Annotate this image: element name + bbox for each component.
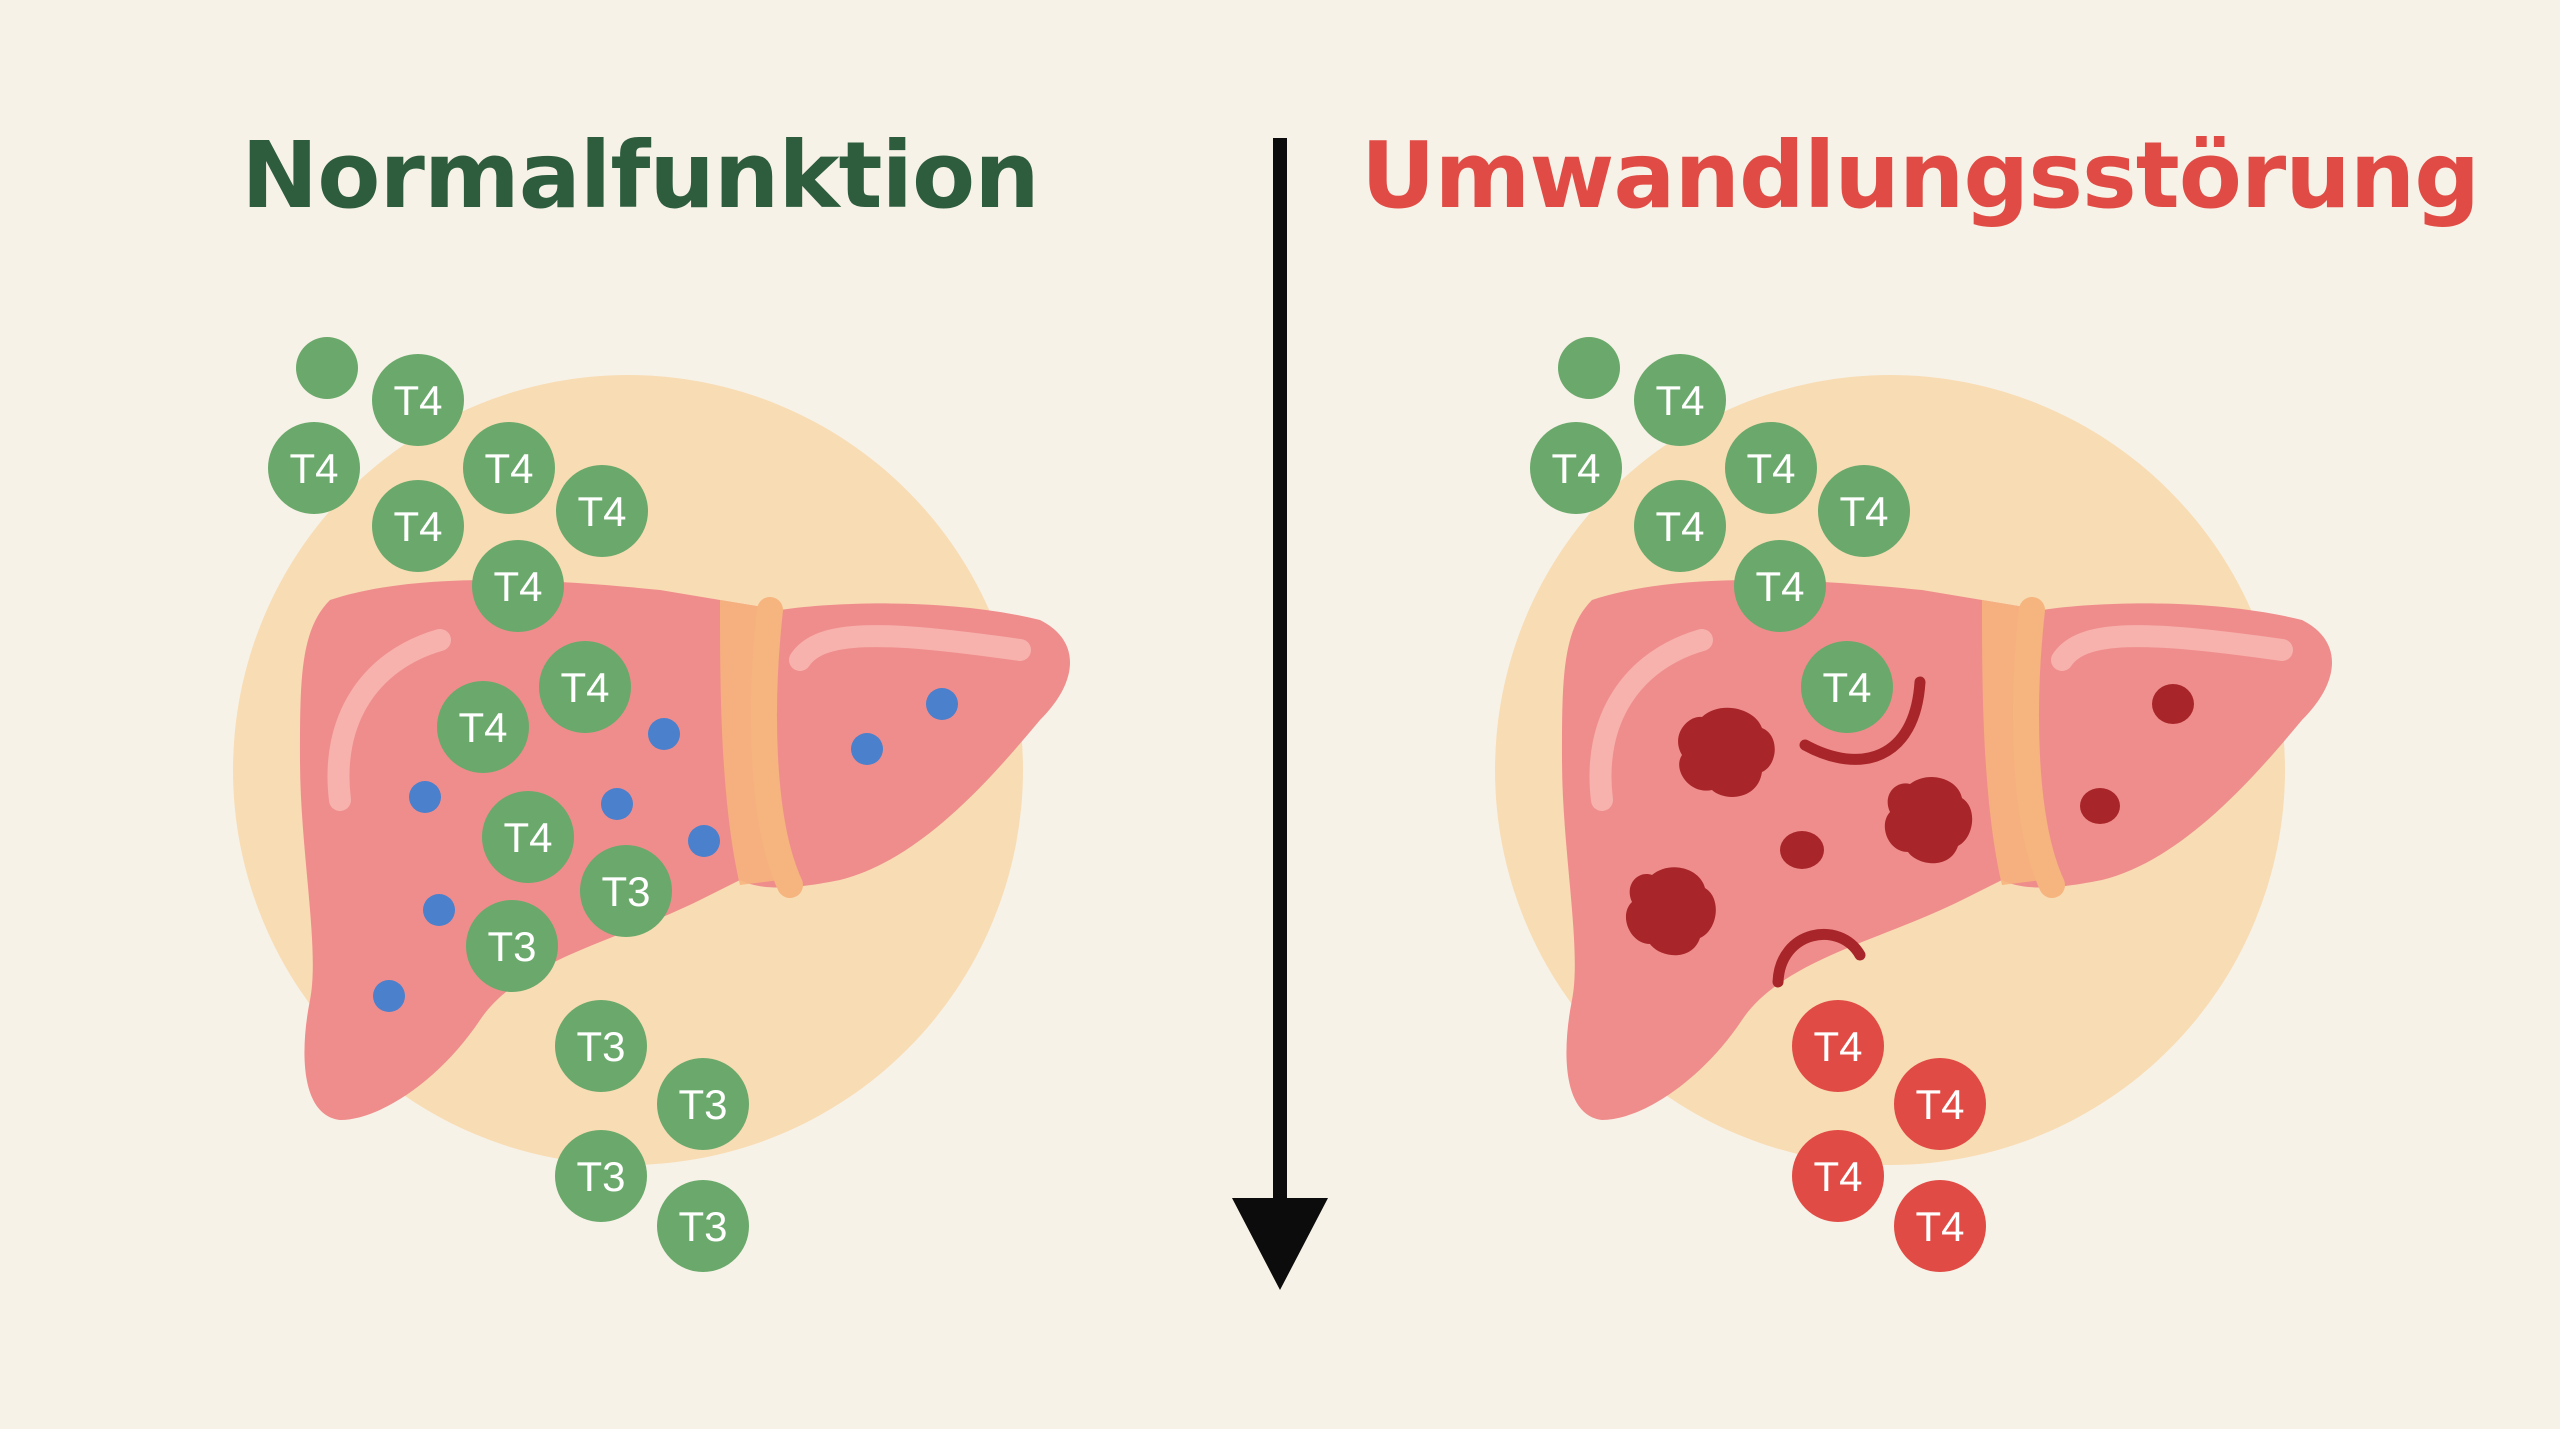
molecule-label: T4 — [1746, 445, 1795, 492]
molecule-label: T4 — [1839, 488, 1888, 535]
molecule-t4: T4 — [1634, 480, 1726, 572]
lesion-blob — [1625, 867, 1716, 956]
molecule-t4: T4 — [1792, 1000, 1884, 1092]
molecule-t4: T4 — [1801, 641, 1893, 733]
blue-dot — [423, 894, 455, 926]
blue-dot — [409, 781, 441, 813]
molecule-label: T4 — [503, 814, 552, 861]
molecule-t4: T4 — [1530, 422, 1622, 514]
molecule-t4: T4 — [556, 465, 648, 557]
blue-dot — [688, 825, 720, 857]
center-arrow — [1232, 138, 1328, 1290]
molecule-label: T4 — [1822, 664, 1871, 711]
molecule-t3: T3 — [555, 1130, 647, 1222]
lesion-blob — [1884, 776, 1973, 864]
molecule-label: T4 — [560, 664, 609, 711]
molecule-label: T4 — [493, 563, 542, 610]
lesion-blob — [1678, 707, 1775, 797]
molecule-t4: T4 — [437, 681, 529, 773]
molecule-t4: T4 — [539, 641, 631, 733]
molecule-label: T4 — [1755, 563, 1804, 610]
molecule-label: T3 — [678, 1203, 727, 1250]
lesion-arc — [1799, 676, 1926, 765]
molecule-t4: T4 — [372, 480, 464, 572]
molecule-blank — [1558, 337, 1620, 399]
molecule-t4: T4 — [372, 354, 464, 446]
molecule-label: T4 — [577, 488, 626, 535]
blue-dot — [601, 788, 633, 820]
lesion-spot — [2080, 788, 2120, 824]
title-umwandlungsstoerung: Umwandlungsstörung — [1360, 122, 2480, 229]
panel-disorder — [1495, 375, 2332, 1165]
blue-dot — [851, 733, 883, 765]
molecule-label: T4 — [1655, 377, 1704, 424]
molecule-label: T4 — [393, 377, 442, 424]
molecule-label: T4 — [1915, 1203, 1964, 1250]
molecule-label: T4 — [1813, 1023, 1862, 1070]
title-normalfunktion: Normalfunktion — [241, 122, 1039, 229]
molecule-label: T4 — [289, 445, 338, 492]
molecule-label: T3 — [601, 868, 650, 915]
molecule-t4: T4 — [1894, 1180, 1986, 1272]
molecule-t4: T4 — [268, 422, 360, 514]
molecule-label: T4 — [1655, 503, 1704, 550]
molecule-label: T4 — [393, 503, 442, 550]
molecule-label: T4 — [1915, 1081, 1964, 1128]
molecule-t4: T4 — [463, 422, 555, 514]
blue-dot — [926, 688, 958, 720]
molecule-label: T4 — [458, 704, 507, 751]
blue-dots — [373, 688, 958, 1012]
blue-dot — [648, 718, 680, 750]
molecule-t4: T4 — [1818, 465, 1910, 557]
lesion-spot — [1780, 831, 1824, 869]
molecule-label: T4 — [1813, 1153, 1862, 1200]
molecule-label: T3 — [678, 1081, 727, 1128]
panel-normal — [233, 375, 1070, 1165]
molecule-t3: T3 — [466, 900, 558, 992]
molecule-t4: T4 — [1894, 1058, 1986, 1150]
molecule-t3: T3 — [657, 1058, 749, 1150]
lesion-spot — [2152, 684, 2194, 724]
molecule-t4: T4 — [482, 791, 574, 883]
molecule-label: T3 — [487, 923, 536, 970]
molecule-t4: T4 — [1792, 1130, 1884, 1222]
molecule-t4: T4 — [1634, 354, 1726, 446]
lesion-arc — [1772, 928, 1866, 988]
liver-right — [1562, 580, 2332, 1120]
liver-lesions — [1625, 684, 2194, 956]
molecule-t4: T4 — [472, 540, 564, 632]
molecule-label: T3 — [576, 1023, 625, 1070]
molecule-t3: T3 — [580, 845, 672, 937]
molecule-label: T4 — [1551, 445, 1600, 492]
molecule-t4: T4 — [1734, 540, 1826, 632]
molecule-label: T4 — [484, 445, 533, 492]
liver-left — [300, 580, 1070, 1120]
molecule-t3: T3 — [555, 1000, 647, 1092]
molecule-blank — [296, 337, 358, 399]
molecule-label: T3 — [576, 1153, 625, 1200]
molecule-t3: T3 — [657, 1180, 749, 1272]
molecule-t4: T4 — [1725, 422, 1817, 514]
blue-dot — [373, 980, 405, 1012]
